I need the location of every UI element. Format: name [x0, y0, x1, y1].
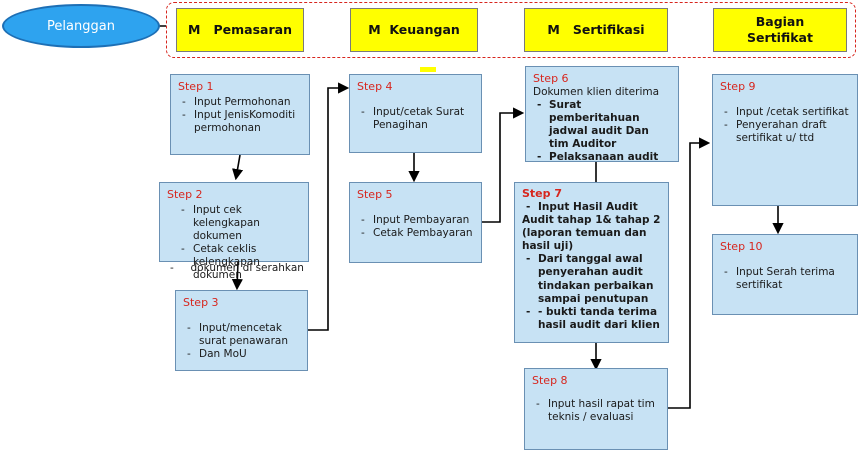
step-box-6: Step 6 Dokumen klien diterima Surat pemb…: [525, 66, 679, 165]
header-sertifikasi: M Sertifikasi: [524, 8, 668, 52]
arrow-s3-s4: [308, 82, 350, 331]
step-label: Step 6: [533, 72, 569, 85]
list-item: Input JenisKomoditi permohonan: [178, 109, 302, 135]
list-item: Cetak ceklis kelengkapan dokumen: [177, 243, 301, 282]
step-box-8: Step 8 Input hasil rapat tim teknis / ev…: [524, 368, 668, 450]
step-label: Step 9: [720, 80, 756, 93]
step-label: Step 3: [183, 296, 219, 309]
header-pemasaran: M Pemasaran: [176, 8, 304, 52]
list-item: Dan MoU: [183, 348, 300, 361]
step-box-3: Step 3 Input/mencetak surat penawaran Da…: [175, 290, 308, 371]
step-box-7: Step 7 Input Hasil Audit Audit tahap 1& …: [514, 182, 669, 343]
list-item: Input cek kelengkapan dokumen: [177, 204, 301, 243]
step-label: Step 8: [532, 374, 568, 387]
step-label: Step 5: [357, 188, 393, 201]
arrow-s8-s9: [668, 137, 711, 409]
list-item: Input/cetak Surat Penagihan: [357, 106, 474, 132]
step-label: Step 4: [357, 80, 393, 93]
list-item: Cetak Pembayaran: [357, 227, 474, 240]
customer-node: Pelanggan: [2, 4, 160, 48]
step-box-2: Step 2 Input cek kelengkapan dokumen Cet…: [159, 182, 309, 281]
header-bagian-sertifikat: Bagian Sertifikat: [713, 8, 847, 52]
list-item: Input hasil rapat tim teknis / evaluasi: [532, 398, 660, 424]
step-label: Step 2: [167, 188, 203, 201]
step-label: Step 7: [522, 187, 562, 200]
step-intro: Dokumen klien diterima: [533, 85, 660, 98]
step-label: Step 10: [720, 240, 763, 253]
step-box-4: Step 4 Input/cetak Surat Penagihan: [349, 74, 482, 153]
list-item: Dari tanggal awal penyerahan audit tinda…: [522, 253, 661, 306]
department-group-frame: [166, 2, 856, 58]
list-item: Penyerahan draft sertifikat u/ ttd: [720, 119, 850, 145]
highlight-marker: [420, 67, 436, 72]
step-label: Step 1: [178, 80, 214, 93]
list-item: Pelaksanaan audit: [533, 151, 671, 164]
step-box-9: Step 9 Input /cetak sertifikat Penyeraha…: [712, 74, 858, 206]
step-note: Audit tahap 1& tahap 2 (laporan temuan d…: [522, 213, 661, 253]
list-item: Surat pemberitahuan jadwal audit Dan tim…: [533, 99, 671, 152]
customer-label: Pelanggan: [47, 18, 115, 34]
list-item: Input /cetak sertifikat: [720, 106, 850, 119]
list-item: - bukti tanda terima hasil audit dari kl…: [522, 306, 661, 332]
list-item: Input/mencetak surat penawaran: [183, 322, 300, 348]
list-item: Input Hasil Audit: [522, 201, 661, 214]
step-box-5: Step 5 Input Pembayaran Cetak Pembayaran: [349, 182, 482, 263]
header-keuangan: M Keuangan: [350, 8, 478, 52]
step-box-10: Step 10 Input Serah terima sertifikat: [712, 234, 858, 315]
list-item: Input Serah terima sertifikat: [720, 266, 850, 292]
list-item: Input Pembayaran: [357, 214, 474, 227]
arrow-s5-s6: [482, 107, 525, 223]
list-item: Input Permohonan: [178, 96, 302, 109]
step-box-1: Step 1 Input Permohonan Input JenisKomod…: [170, 74, 310, 155]
arrow-s1-s2: [232, 154, 244, 181]
overflow-text: - dokumen di serahkan: [170, 262, 304, 274]
